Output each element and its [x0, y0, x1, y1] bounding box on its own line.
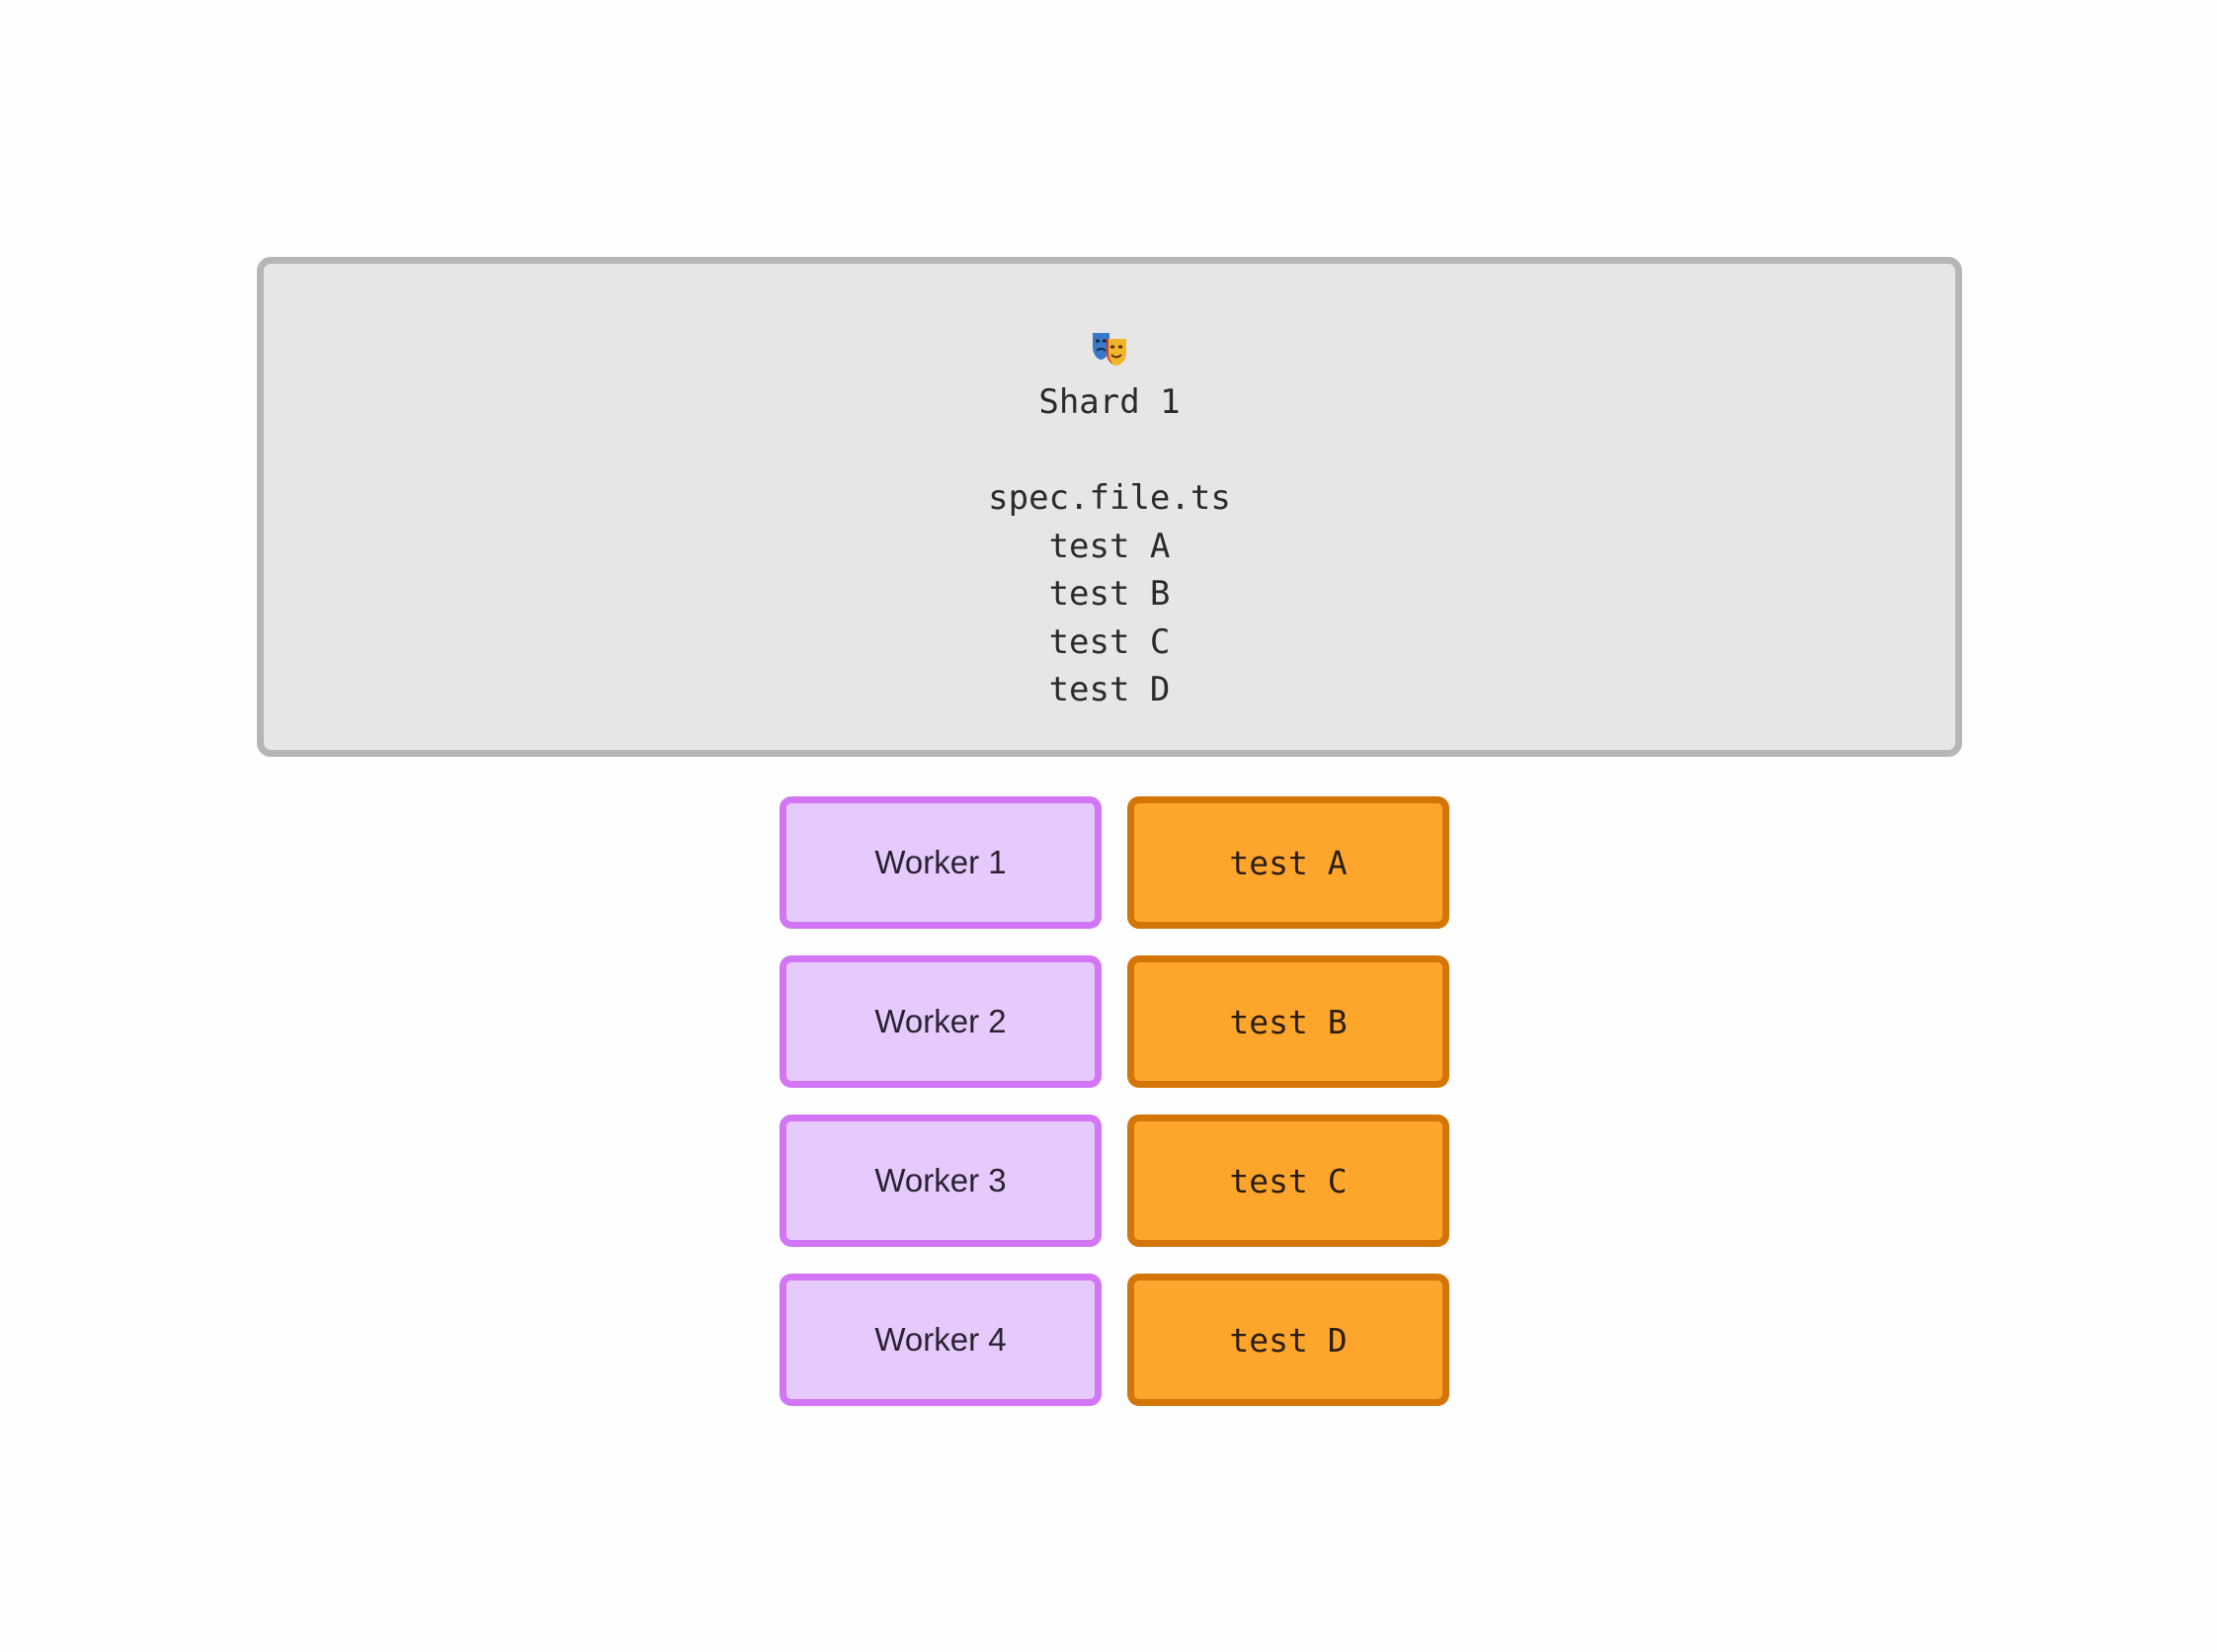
shard-test-d: test D [1048, 670, 1171, 709]
worker-1-box: Worker 1 [780, 796, 1102, 929]
spec-file-name: spec.file.ts [988, 478, 1231, 518]
worker-3-box: Worker 3 [780, 1115, 1102, 1247]
worker-1-test-box: test A [1127, 796, 1449, 929]
worker-3-test-box: test C [1127, 1115, 1449, 1247]
shard-box: Shard 1 spec.file.ts test A test B test … [257, 257, 1962, 757]
shard-test-a: test A [1048, 527, 1171, 566]
worker-4-box: Worker 4 [780, 1274, 1102, 1406]
worker-2-box: Worker 2 [780, 955, 1102, 1088]
shard-test-b: test B [1048, 574, 1171, 614]
theater-masks-icon [264, 329, 1955, 369]
shard-title: Shard 1 [1038, 382, 1181, 422]
worker-4-test-box: test D [1127, 1274, 1449, 1406]
shard-test-c: test C [1048, 622, 1171, 662]
worker-2-test-box: test B [1127, 955, 1449, 1088]
